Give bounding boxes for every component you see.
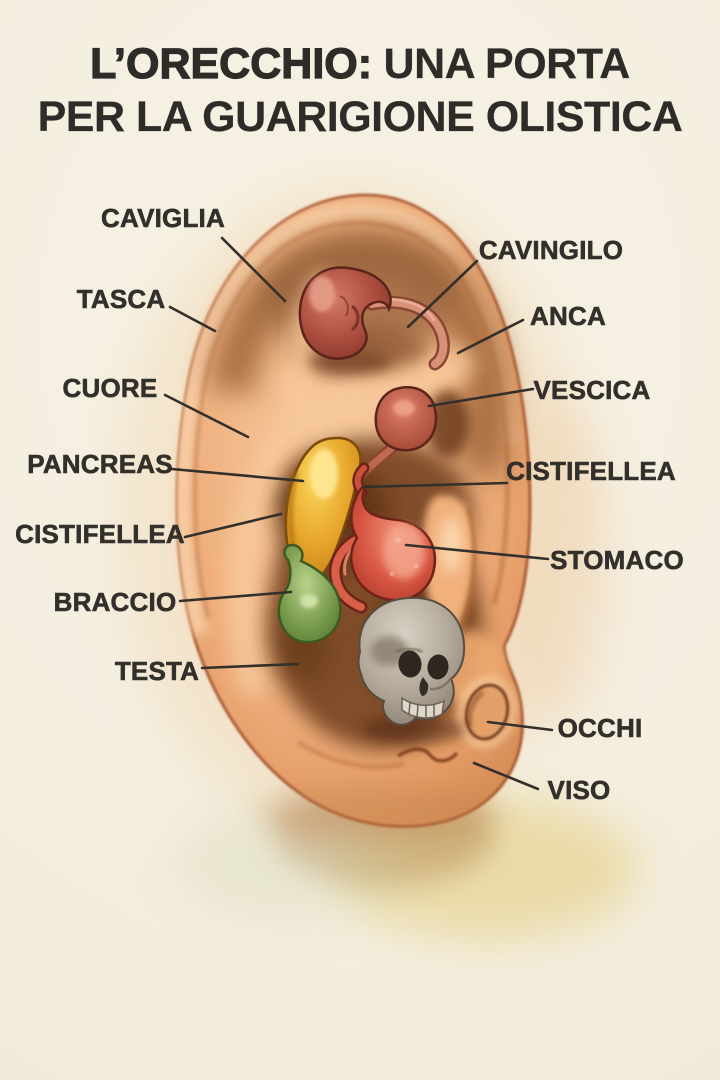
leader-line-tasca: [168, 305, 217, 333]
leader-line-cuore: [163, 393, 250, 439]
label-cavingilo: CAVINGILO: [478, 235, 624, 265]
label-stomaco: STOMACO: [550, 545, 684, 575]
title-line1: L’ORECCHIO: UNA PORTA: [0, 38, 720, 91]
leader-line-cistifellea-right: [361, 481, 509, 489]
green-organ-illustration: [277, 543, 342, 644]
leader-line-caviglia: [220, 236, 287, 303]
page-title: L’ORECCHIO: UNA PORTA PER LA GUARIGIONE …: [0, 38, 720, 144]
label-viso: VISO: [547, 775, 611, 805]
label-vescica: VESCICA: [533, 375, 651, 405]
label-occhi: OCCHI: [557, 713, 643, 743]
skull-illustration: [357, 596, 466, 744]
leader-line-pancreas: [170, 467, 305, 483]
label-cistifellea-left: CISTIFELLEA: [15, 519, 185, 549]
label-testa: TESTA: [114, 656, 200, 686]
label-anca: ANCA: [530, 301, 606, 331]
title-rest: UNA PORTA: [383, 40, 630, 88]
label-tasca: TASCA: [76, 284, 166, 314]
leader-line-cavingilo: [406, 259, 479, 329]
label-caviglia: CAVIGLIA: [101, 203, 225, 233]
tragus-oval: [457, 676, 517, 748]
leader-line-vescica: [427, 387, 535, 408]
stomach-illustration: [328, 462, 437, 614]
leader-line-anca: [456, 318, 525, 355]
leader-line-viso: [472, 761, 540, 791]
label-braccio: BRACCIO: [53, 587, 177, 617]
leader-line-occhi: [486, 720, 554, 732]
kidney-illustration: [298, 266, 392, 374]
leader-line-braccio: [178, 590, 293, 603]
label-cuore: CUORE: [62, 373, 158, 403]
organs: [275, 266, 466, 744]
label-pancreas: PANCREAS: [27, 449, 173, 479]
title-emphasis: L’ORECCHIO:: [90, 39, 373, 88]
leader-line-stomaco: [404, 543, 550, 561]
title-line2: PER LA GUARIGIONE OLISTICA: [37, 93, 683, 141]
leader-lines: [163, 236, 554, 791]
leader-line-cistifellea-left: [183, 512, 283, 539]
label-cistifellea-right: CISTIFELLEA: [506, 456, 676, 486]
leader-line-testa: [200, 662, 300, 670]
